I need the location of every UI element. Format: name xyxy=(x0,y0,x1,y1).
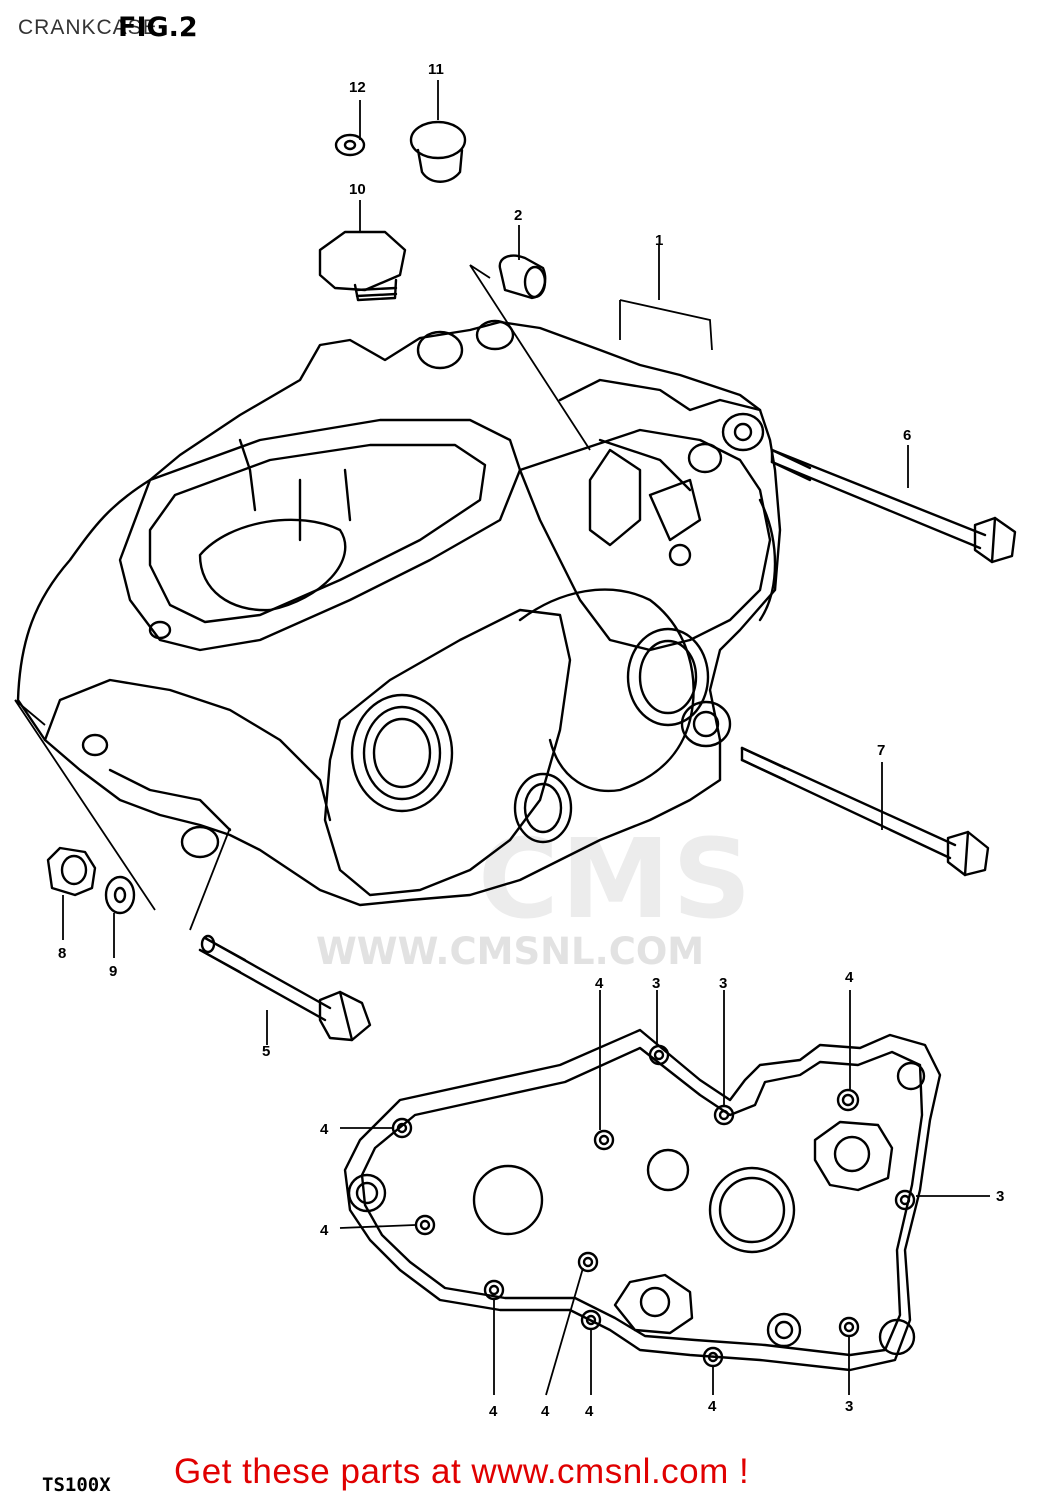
callout-gasket-4: 4 xyxy=(845,969,854,986)
part-9-washer xyxy=(104,875,136,915)
callout-7: 7 xyxy=(877,742,885,759)
promo-link[interactable]: Get these parts at www.cmsnl.com ! xyxy=(174,1452,750,1491)
part-12-nut xyxy=(334,133,366,157)
callout-1: 1 xyxy=(655,232,663,249)
part-7-bolt xyxy=(740,746,990,877)
callout-gasket-1: 4 xyxy=(595,975,604,992)
callout-gasket-9: 4 xyxy=(541,1403,550,1420)
callout-gasket-2: 3 xyxy=(652,975,660,992)
callout-6: 6 xyxy=(903,427,911,444)
gasket-outline xyxy=(343,1028,942,1372)
callout-2: 2 xyxy=(514,207,522,224)
part-10-drain-plug xyxy=(318,230,407,302)
callout-8: 8 xyxy=(58,945,66,962)
callout-gasket-10: 4 xyxy=(585,1403,594,1420)
figure-label: FIG.2 xyxy=(118,12,198,43)
callout-10: 10 xyxy=(349,181,366,198)
callout-gasket-3: 3 xyxy=(719,975,727,992)
model-code: TS100X xyxy=(42,1474,111,1496)
callout-gasket-5: 4 xyxy=(320,1121,329,1138)
part-2-dowel xyxy=(498,254,547,300)
crankcase-assembly xyxy=(16,319,782,907)
callout-11: 11 xyxy=(428,61,444,78)
callout-5: 5 xyxy=(262,1043,270,1060)
part-11-plug xyxy=(409,120,467,183)
callout-gasket-11: 4 xyxy=(708,1398,717,1415)
callout-12: 12 xyxy=(349,79,366,96)
callout-gasket-8: 4 xyxy=(489,1403,498,1420)
callout-gasket-7: 4 xyxy=(320,1222,329,1239)
callout-gasket-12: 3 xyxy=(845,1398,853,1415)
part-8-nut xyxy=(46,846,97,897)
part-5-bolt xyxy=(198,934,372,1042)
watermark-url: WWW.CMSNL.COM xyxy=(316,930,705,973)
part-6-bolt xyxy=(770,448,1017,564)
callout-gasket-6: 3 xyxy=(996,1188,1004,1205)
callout-9: 9 xyxy=(109,963,117,980)
page-title: CRANKCASE xyxy=(18,16,158,39)
